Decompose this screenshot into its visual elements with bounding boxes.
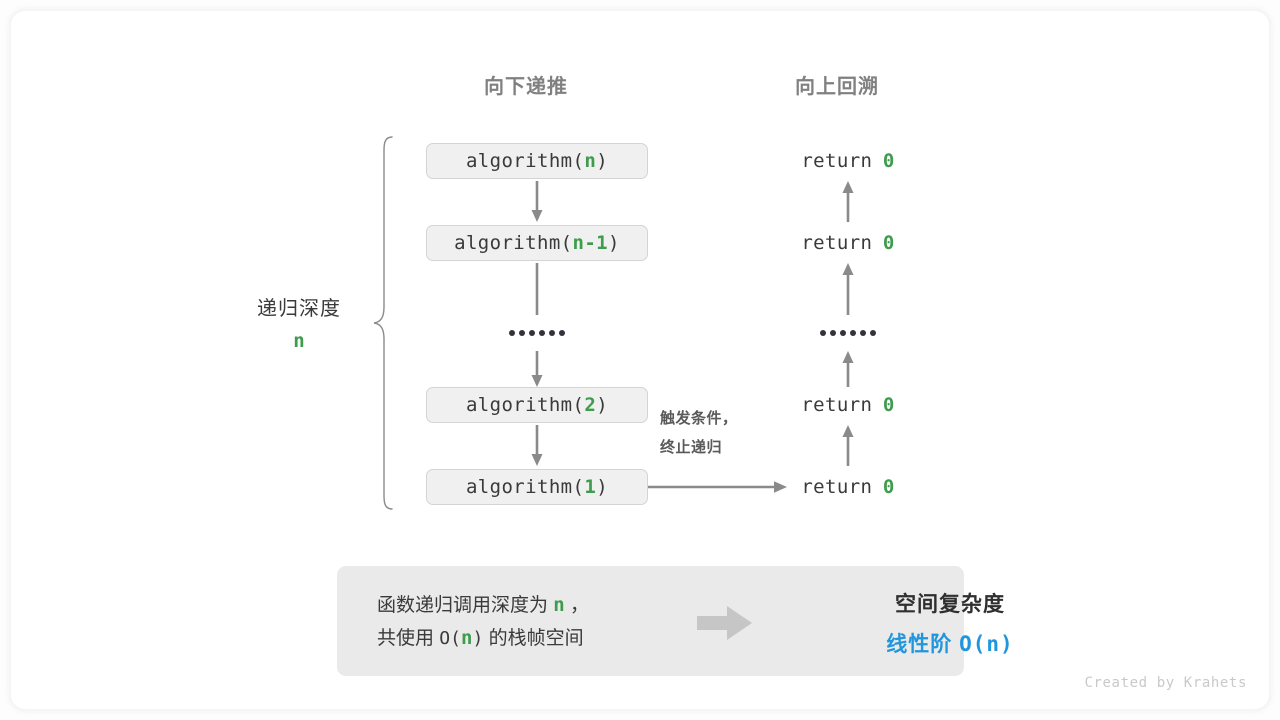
ellipsis-right: [820, 315, 876, 351]
complexity-value-text: 线性阶: [886, 633, 953, 656]
return-line-3-keyword: return: [801, 476, 873, 498]
complexity-title: 空间复杂度: [895, 593, 1005, 616]
call-box-3-suffix: ): [596, 476, 609, 498]
summary-description: 函数递归调用深度为 n ， 共使用 O(n) 的栈帧空间: [377, 589, 589, 655]
return-line-3-value: 0: [882, 476, 895, 498]
call-box-0[interactable]: algorithm(n): [426, 143, 648, 179]
down-arrow-1-icon: [535, 263, 539, 315]
call-box-3-prefix: algorithm(: [465, 476, 585, 498]
return-line-2-keyword: return: [801, 394, 873, 416]
return-line-3: return 0: [801, 469, 894, 505]
dot: [860, 330, 866, 336]
depth-brace-icon: [373, 136, 393, 510]
dot: [830, 330, 836, 336]
summary-line-2-n: n: [460, 627, 473, 649]
return-line-2-value: 0: [882, 394, 895, 416]
ellipsis-left: [509, 315, 565, 351]
summary-line-2-o-close: ): [472, 628, 484, 649]
dot: [840, 330, 846, 336]
depth-label-text: 递归深度: [257, 298, 341, 320]
dot: [519, 330, 525, 336]
trigger-note-line1: 触发条件，: [660, 410, 738, 427]
summary-line-1-n: n: [553, 594, 565, 616]
return-line-1: return 0: [801, 225, 894, 261]
down-arrow-2-icon: [531, 351, 543, 387]
call-box-3-arg: 1: [584, 476, 597, 498]
return-line-0: return 0: [801, 143, 894, 179]
trigger-note-line2: 终止递归: [660, 439, 723, 456]
complexity-value-notation: O(n): [959, 632, 1014, 656]
dot: [870, 330, 876, 336]
call-box-3[interactable]: algorithm(1): [426, 469, 648, 505]
dot: [820, 330, 826, 336]
complexity-value: 线性阶 O(n): [850, 628, 1050, 658]
complexity-result: 空间复杂度 线性阶 O(n): [850, 588, 1050, 658]
call-box-2[interactable]: algorithm(2): [426, 387, 648, 423]
up-arrow-3-icon: [842, 425, 854, 466]
summary-panel: 函数递归调用深度为 n ， 共使用 O(n) 的栈帧空间 空间复杂度 线性阶 O…: [337, 566, 1013, 676]
down-arrow-3-icon: [531, 425, 543, 466]
return-line-0-value: 0: [882, 150, 895, 172]
column-header-up: 向上回溯: [795, 76, 879, 98]
summary-line-1: 函数递归调用深度为 n ，: [377, 589, 589, 622]
summary-line-2: 共使用 O(n) 的栈帧空间: [377, 622, 589, 655]
depth-label-value: n: [293, 330, 305, 352]
call-box-1-prefix: algorithm(: [454, 232, 573, 254]
up-arrow-2-icon: [842, 351, 854, 387]
call-box-2-prefix: algorithm(: [465, 394, 585, 416]
credit-text: Created by Krahets: [1084, 675, 1247, 691]
summary-line-2-text-b: 的栈帧空间: [488, 628, 584, 649]
dot: [529, 330, 535, 336]
call-box-1-suffix: ): [608, 232, 620, 254]
call-box-2-suffix: ): [596, 394, 609, 416]
call-box-0-prefix: algorithm(: [465, 150, 585, 172]
recursion-depth-label: 递归深度 n: [257, 292, 341, 352]
implies-arrow-icon: [697, 606, 752, 640]
dot: [549, 330, 555, 336]
return-line-0-keyword: return: [801, 150, 873, 172]
summary-line-2-o-open: O(: [439, 628, 461, 649]
up-arrow-1-icon: [842, 263, 854, 315]
diagram-card: 向下递推 向上回溯 递归深度 n algorithm(n) algorithm(…: [11, 11, 1269, 709]
up-arrow-0-icon: [842, 181, 854, 222]
down-arrow-0-icon: [531, 181, 543, 222]
return-line-1-value: 0: [882, 232, 895, 254]
trigger-condition-note: 触发条件， 终止递归: [660, 404, 738, 462]
dot: [559, 330, 565, 336]
dot: [509, 330, 515, 336]
summary-line-2-text-a: 共使用: [377, 628, 435, 649]
call-box-2-arg: 2: [584, 394, 597, 416]
call-box-0-arg: n: [584, 150, 597, 172]
dot: [850, 330, 856, 336]
column-header-down: 向下递推: [484, 76, 568, 98]
call-box-0-suffix: ): [596, 150, 609, 172]
call-box-1-arg: n-1: [572, 232, 609, 254]
base-case-arrow-icon: [648, 481, 787, 493]
summary-line-1-text-a: 函数递归调用深度为: [377, 595, 549, 616]
summary-line-1-text-b: ，: [570, 595, 590, 616]
call-box-1[interactable]: algorithm(n-1): [426, 225, 648, 261]
return-line-2: return 0: [801, 387, 894, 423]
dot: [539, 330, 545, 336]
return-line-1-keyword: return: [801, 232, 873, 254]
